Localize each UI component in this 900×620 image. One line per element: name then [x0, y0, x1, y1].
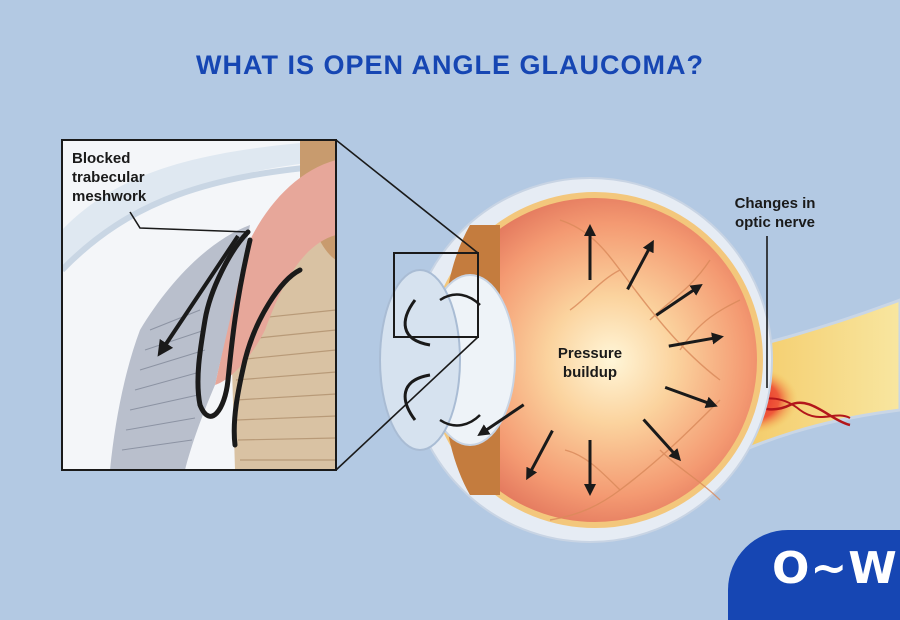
pressure-buildup-label: Pressure buildup [545, 344, 635, 382]
zoom-region-box [393, 252, 479, 338]
zoom-connector-top [335, 139, 479, 254]
nerve-label-line-1: Changes in [734, 195, 816, 212]
pressure-label-line-2: buildup [562, 364, 618, 381]
cornea [379, 269, 461, 451]
zoom-connector-bottom [335, 336, 479, 471]
brand-logo-text: O~W [772, 543, 898, 594]
nerve-label-line-2: optic nerve [734, 214, 816, 231]
pressure-arrow-3 [655, 283, 703, 317]
blocked-trabecular-meshwork-label: Blocked trabecular meshwork [72, 149, 182, 206]
pressure-arrow-2 [626, 239, 654, 291]
pressure-arrow-4 [668, 332, 724, 348]
pressure-arrow-5 [664, 385, 718, 409]
blocked-label-line-1: Blocked [72, 150, 131, 167]
optic-nerve-label: Changes in optic nerve [715, 194, 835, 232]
pressure-arrow-8 [526, 429, 554, 481]
blocked-label-leader [129, 211, 249, 233]
blocked-label-line-3: meshwork [72, 188, 147, 205]
inset-magnified-view [61, 139, 337, 471]
pressure-arrow-9 [477, 403, 525, 437]
pressure-arrow-6 [642, 418, 682, 462]
pressure-arrows [477, 224, 724, 496]
pressure-label-line-1: Pressure [557, 345, 623, 362]
glaucoma-diagram [61, 139, 900, 543]
blocked-label-line-2: trabecular [72, 169, 145, 186]
page-title: WHAT IS OPEN ANGLE GLAUCOMA? [196, 50, 704, 80]
